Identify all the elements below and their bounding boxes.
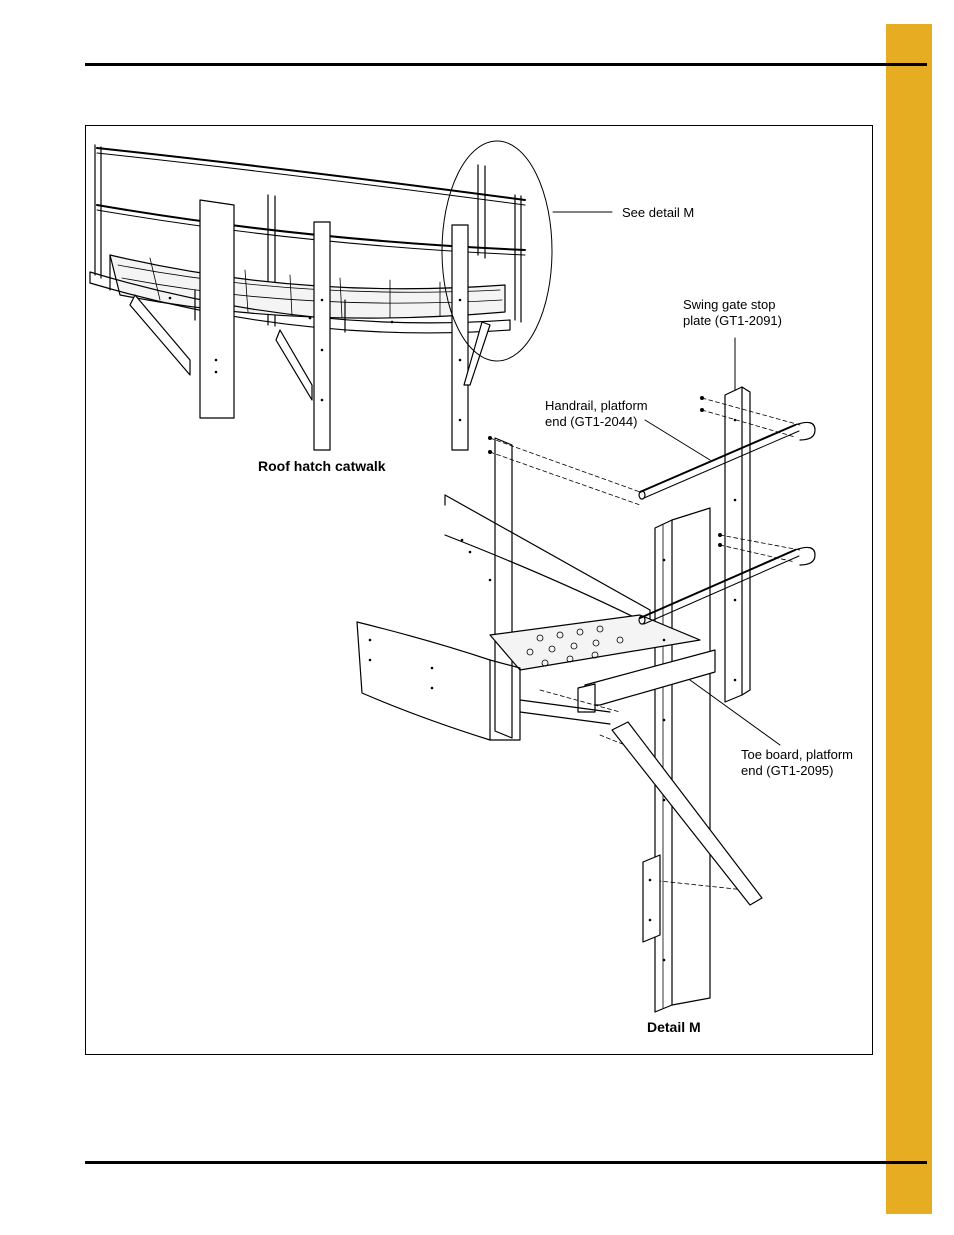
stop-plate-label-line1: Swing gate stop bbox=[683, 297, 776, 312]
toe-board-label-line1: Toe board, platform bbox=[741, 747, 854, 762]
handrail-label-line1: Handrail, platform bbox=[545, 398, 648, 413]
detail-caption: Detail M bbox=[647, 1019, 701, 1035]
section-tab bbox=[886, 24, 932, 1214]
footer-rule bbox=[85, 1161, 927, 1164]
detail-m-assembly bbox=[356, 337, 816, 1013]
catwalk-overview bbox=[89, 140, 613, 451]
header-rule bbox=[85, 63, 927, 66]
figure-frame bbox=[85, 125, 873, 1055]
see-detail-label: See detail M bbox=[622, 205, 695, 220]
stop-plate-label-line2: plate (GT1-2091) bbox=[683, 313, 782, 328]
catwalk-caption: Roof hatch catwalk bbox=[258, 458, 386, 474]
handrail-label-line2: end (GT1-2044) bbox=[545, 414, 638, 429]
toe-board-label-line2: end (GT1-2095) bbox=[741, 763, 834, 778]
